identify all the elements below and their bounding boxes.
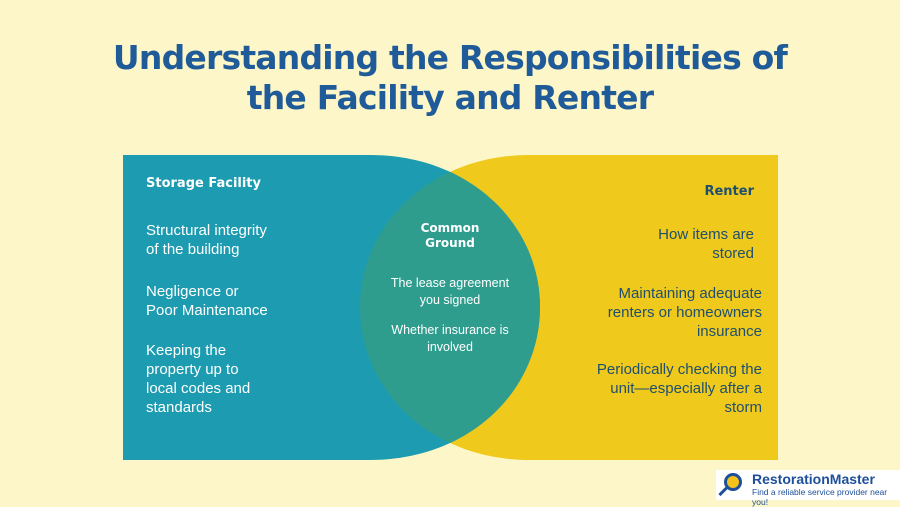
renter-item-2-line-1: Maintaining adequate (618, 285, 762, 302)
logo-brand: RestorationMaster (752, 471, 875, 487)
renter-item-3-line-3: storm (724, 399, 763, 416)
logo-tagline: Find a reliable service provider near yo… (752, 487, 888, 507)
common-item-1: The lease agreement you signed (370, 275, 530, 309)
facility-item-1-line-2: of the building (146, 241, 240, 258)
renter-heading: Renter (704, 184, 754, 199)
common-heading-line-2: Ground (425, 236, 475, 250)
facility-item-1: Structural integrity of the building (146, 221, 267, 259)
renter-item-2-line-2: renters or homeowners (607, 304, 762, 321)
renter-item-3-line-2: unit—especially after a (610, 380, 762, 397)
restorationmaster-logo[interactable]: RestorationMaster Find a reliable servic… (716, 470, 900, 507)
renter-item-3: Periodically checking the unit—especiall… (597, 360, 762, 417)
renter-item-2-line-3: insurance (696, 323, 762, 340)
common-item-2: Whether insurance is involved (370, 322, 530, 356)
facility-item-3: Keeping the property up to local codes a… (146, 341, 250, 417)
facility-item-3-line-4: standards (146, 399, 212, 416)
facility-item-3-line-3: local codes and (146, 380, 251, 397)
common-item-2-line-2: involved (427, 340, 473, 354)
facility-item-2-line-2: Poor Maintenance (146, 302, 268, 319)
facility-item-2: Negligence or Poor Maintenance (146, 282, 268, 320)
renter-item-3-line-1: Periodically checking the (596, 361, 762, 378)
common-item-1-line-2: you signed (419, 293, 481, 307)
facility-item-1-line-1: Structural integrity (146, 222, 267, 239)
facility-item-2-line-1: Negligence or (146, 283, 239, 300)
magnifier-icon (724, 473, 742, 491)
common-item-1-line-1: The lease agreement (390, 276, 510, 290)
renter-item-1: How items are stored (658, 225, 754, 263)
renter-item-1-line-2: stored (712, 245, 754, 262)
common-heading-line-1: Common (420, 221, 480, 235)
common-heading: Common Ground (370, 221, 530, 251)
page-title: Understanding the Responsibilities of th… (0, 38, 900, 118)
renter-item-2: Maintaining adequate renters or homeowne… (608, 284, 762, 341)
title-line-2: the Facility and Renter (246, 78, 654, 117)
common-item-2-line-1: Whether insurance is (391, 323, 509, 337)
facility-heading: Storage Facility (146, 176, 261, 191)
facility-item-3-line-2: property up to (146, 361, 239, 378)
facility-item-3-line-1: Keeping the (146, 342, 227, 359)
title-line-1: Understanding the Responsibilities of (112, 38, 788, 77)
renter-item-1-line-1: How items are (658, 226, 754, 243)
overlap-shape (360, 155, 540, 460)
